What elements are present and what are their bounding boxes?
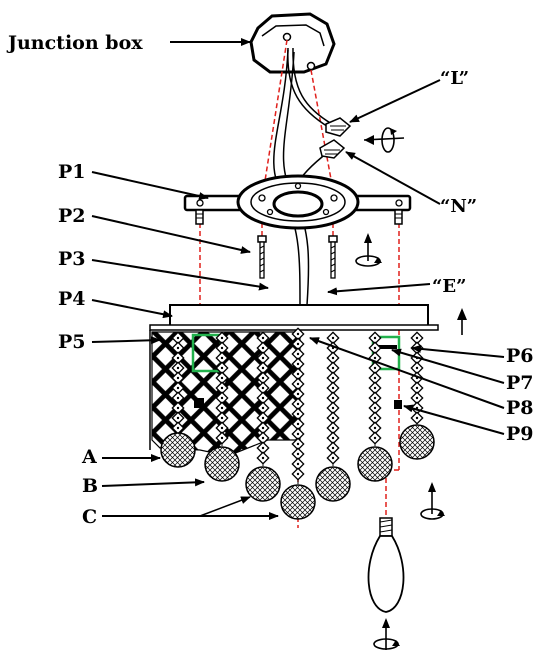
crystal-hook: [194, 398, 204, 408]
p6-label: P6: [506, 345, 534, 367]
crystal-balls: [160, 424, 435, 520]
bulb-icon: [367, 517, 405, 613]
p3-label: P3: [58, 248, 86, 270]
up-arrow-icon: [457, 308, 467, 335]
junction-box-label: Junction box: [6, 32, 143, 54]
crystal-bead: [256, 451, 270, 465]
p4-label: P4: [58, 288, 86, 310]
junction-box: [249, 12, 336, 74]
rotate-arrow-icon: [373, 618, 400, 650]
p7-label: P7: [506, 372, 534, 394]
crystal-bead: [291, 467, 305, 481]
crystal-bead: [368, 431, 382, 445]
screws-p2: [257, 235, 338, 279]
wire-connectors: [319, 117, 352, 159]
crystal-bead: [326, 451, 340, 465]
rotate-arrow-icon: [355, 233, 382, 267]
crystal-b-label: B: [82, 475, 98, 497]
hook-p7: [375, 345, 397, 349]
crystal-bead: [410, 411, 424, 425]
rotate-arrow-icon: [420, 482, 445, 520]
p5-label: P5: [58, 331, 86, 353]
neutral-label: “N”: [440, 196, 477, 217]
live-label: “L”: [440, 68, 469, 89]
clip-p9: [394, 400, 402, 409]
crystal-strands: [171, 327, 424, 484]
p8-label: P8: [506, 397, 534, 419]
p9-label: P9: [506, 423, 534, 445]
p1-label: P1: [58, 161, 86, 183]
mounting-bracket-p1: [183, 174, 412, 230]
crystal-c-label: C: [82, 506, 97, 528]
crystal-a-label: A: [81, 446, 97, 468]
p2-label: P2: [58, 205, 86, 227]
earth-label: “E”: [432, 276, 466, 297]
rotate-arrow-icon: [363, 127, 405, 153]
canopy-plate-p4: [169, 304, 429, 328]
